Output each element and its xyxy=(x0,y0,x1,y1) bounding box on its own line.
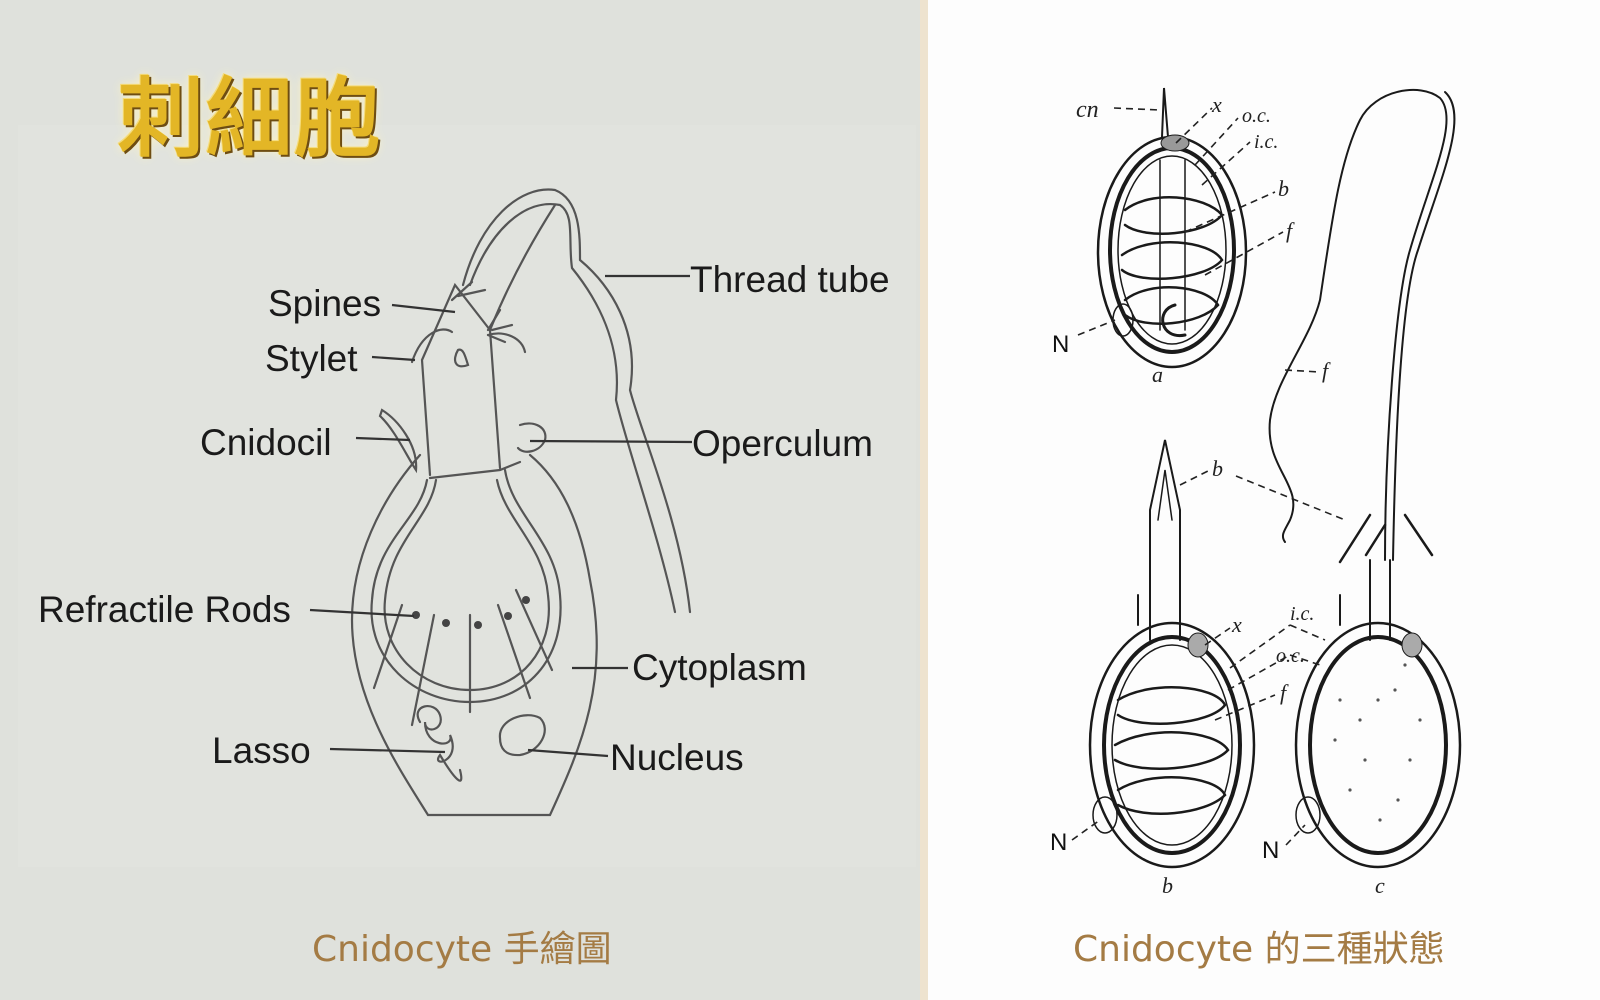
cell-outline xyxy=(350,453,598,817)
label-ic-shared: i.c. xyxy=(1290,603,1314,625)
label-x-b: x xyxy=(1231,612,1242,637)
hand-drawing-photo xyxy=(18,125,916,867)
label-lasso: Lasso xyxy=(212,730,311,771)
stylet-hook-right xyxy=(486,332,527,354)
label-refractile-rods: Refractile Rods xyxy=(38,589,291,630)
label-state-a: a xyxy=(1152,362,1163,387)
label-n-a: N xyxy=(1052,331,1069,358)
label-oc-shared: o.c. xyxy=(1276,645,1305,667)
hand-drawn-cnidocyte-diagram: Thread tube Spines Stylet Cnidocil Operc… xyxy=(38,188,890,817)
label-f-b: f xyxy=(1280,680,1289,705)
page-title: 刺細胞 xyxy=(118,69,382,169)
nucleus xyxy=(498,714,546,757)
stylet-hook-left xyxy=(410,328,454,364)
panel-divider xyxy=(920,0,928,1000)
state-b-partial xyxy=(1088,439,1256,869)
label-n-b: N xyxy=(1050,829,1067,856)
state-c-thread xyxy=(1268,88,1456,564)
thread-tube xyxy=(461,188,692,614)
label-cn: cn xyxy=(1076,97,1099,123)
label-b-a: b xyxy=(1278,176,1289,201)
stylet-cone xyxy=(420,282,502,477)
label-nucleus: Nucleus xyxy=(610,737,744,778)
cnidocil xyxy=(378,408,418,474)
label-thread-tube: Thread tube xyxy=(690,259,890,300)
label-operculum: Operculum xyxy=(692,423,873,464)
label-f-c: f xyxy=(1322,358,1331,383)
caption-three-states: Cnidocyte 的三種狀態 xyxy=(1073,929,1445,970)
label-f-a: f xyxy=(1286,218,1295,243)
label-ic-a: i.c. xyxy=(1254,131,1278,153)
state-c-discharged xyxy=(1294,559,1462,869)
lasso xyxy=(416,705,463,782)
label-oc-a: o.c. xyxy=(1242,105,1271,127)
label-state-c: c xyxy=(1375,873,1385,898)
state-a-undischarged xyxy=(1096,87,1248,369)
label-x-a: x xyxy=(1211,92,1222,117)
caption-hand-drawing: Cnidocyte 手繪圖 xyxy=(312,929,612,970)
label-spines: Spines xyxy=(268,283,381,324)
operculum-edge xyxy=(428,460,522,480)
label-stylet: Stylet xyxy=(265,338,358,379)
label-cytoplasm: Cytoplasm xyxy=(632,647,807,688)
textbook-panel xyxy=(928,0,1600,1000)
label-cnidocil: Cnidocil xyxy=(200,422,332,463)
label-b-shared: b xyxy=(1212,456,1223,481)
label-state-b: b xyxy=(1162,873,1173,898)
label-n-c: N xyxy=(1262,837,1279,864)
